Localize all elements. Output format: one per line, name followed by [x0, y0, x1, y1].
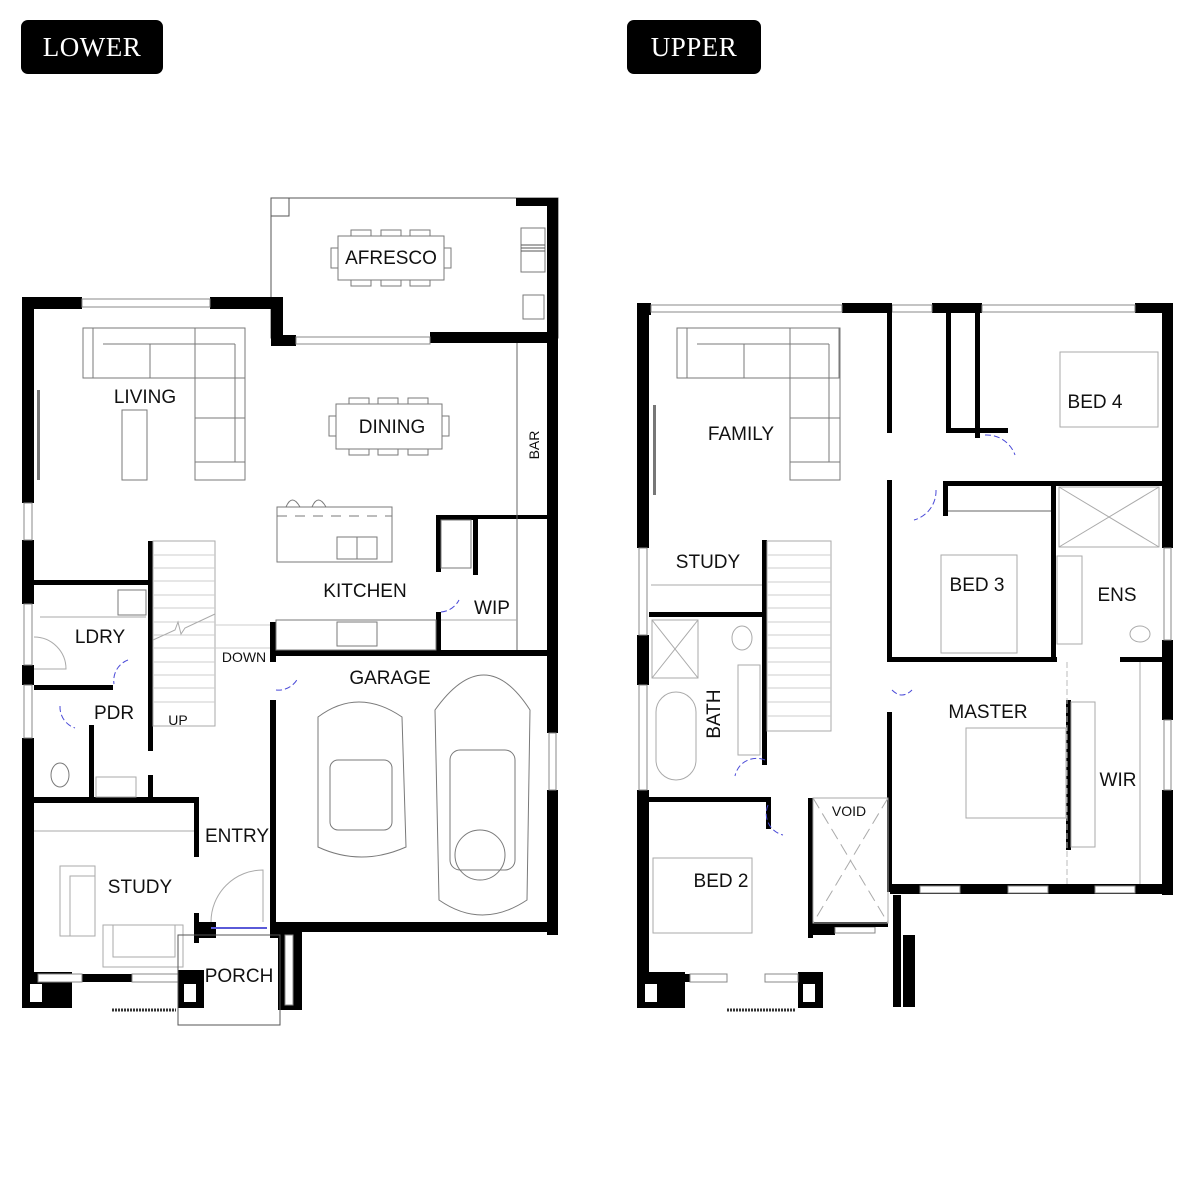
- master-bed: [965, 727, 1067, 819]
- family-side-window: [653, 405, 656, 495]
- lower-stairs: [152, 540, 270, 727]
- label-void: VOID: [832, 803, 866, 819]
- label-master: MASTER: [948, 702, 1027, 723]
- ldry-door: [33, 636, 67, 670]
- label-bed4: BED 4: [1068, 392, 1123, 413]
- living-side-window: [37, 390, 40, 480]
- upper-floor-plan: [637, 303, 1173, 1012]
- lower-floor-plan: [22, 197, 559, 1026]
- upper-stairs: [766, 540, 832, 732]
- void-area: [812, 797, 889, 924]
- afresco-post: [270, 197, 290, 217]
- dining-table: [328, 397, 450, 456]
- upper-windows: [638, 304, 1172, 1002]
- label-bed2: BED 2: [694, 871, 749, 892]
- label-down: DOWN: [222, 649, 266, 665]
- label-wir: WIR: [1100, 770, 1137, 791]
- label-entry: ENTRY: [205, 826, 269, 847]
- wir-shelf: [1070, 701, 1096, 848]
- bbq-icon: [520, 227, 546, 273]
- afresco-table: [337, 235, 445, 281]
- label-pdr: PDR: [94, 703, 134, 724]
- fridge-icon: [440, 519, 472, 569]
- label-living: LIVING: [114, 387, 176, 408]
- bed2-bed: [652, 857, 753, 934]
- study-furniture: [34, 830, 194, 968]
- lower-interior-walls: [34, 515, 558, 943]
- label-garage: GARAGE: [349, 668, 430, 689]
- garage-cars: [317, 674, 531, 916]
- bath-fixtures: [651, 619, 761, 781]
- bed3-bed: [940, 554, 1018, 654]
- label-study-lower: STUDY: [108, 877, 173, 898]
- label-bath: BATH: [704, 689, 725, 738]
- laundry-tub-icon: [117, 589, 147, 616]
- room-labels: AFRESCO LIVING DINING BAR KITCHEN WIP LD…: [75, 248, 1137, 987]
- label-bar: BAR: [526, 431, 542, 460]
- cooktop-icon: [336, 621, 378, 647]
- label-up: UP: [168, 712, 187, 728]
- label-dining: DINING: [359, 417, 426, 438]
- bed4-bed: [1059, 351, 1159, 428]
- basin-icon: [95, 776, 137, 798]
- ensuite-fixtures: [1056, 486, 1160, 645]
- upper-interior-walls: [649, 303, 1163, 938]
- sink-icon: [522, 294, 545, 320]
- kitchen-island: [275, 499, 437, 651]
- label-study-upper: STUDY: [676, 552, 741, 573]
- porch-outline: [177, 934, 281, 1026]
- label-wip: WIP: [474, 598, 510, 619]
- label-ens: ENS: [1097, 585, 1136, 606]
- toilet-icon: [50, 762, 70, 788]
- family-sofa: [676, 327, 841, 481]
- label-porch: PORCH: [205, 966, 274, 987]
- lower-level-badge: LOWER: [21, 20, 163, 74]
- label-afresco: AFRESCO: [345, 248, 437, 269]
- label-kitchen: KITCHEN: [323, 581, 406, 602]
- upper-level-badge: UPPER: [627, 20, 761, 74]
- label-family: FAMILY: [708, 424, 774, 445]
- lower-windows: [23, 298, 557, 1006]
- entry-door: [210, 869, 264, 923]
- living-sofa: [82, 327, 246, 481]
- afresco-area: [270, 197, 559, 343]
- label-bed3: BED 3: [950, 575, 1005, 596]
- label-ldry: LDRY: [75, 627, 126, 648]
